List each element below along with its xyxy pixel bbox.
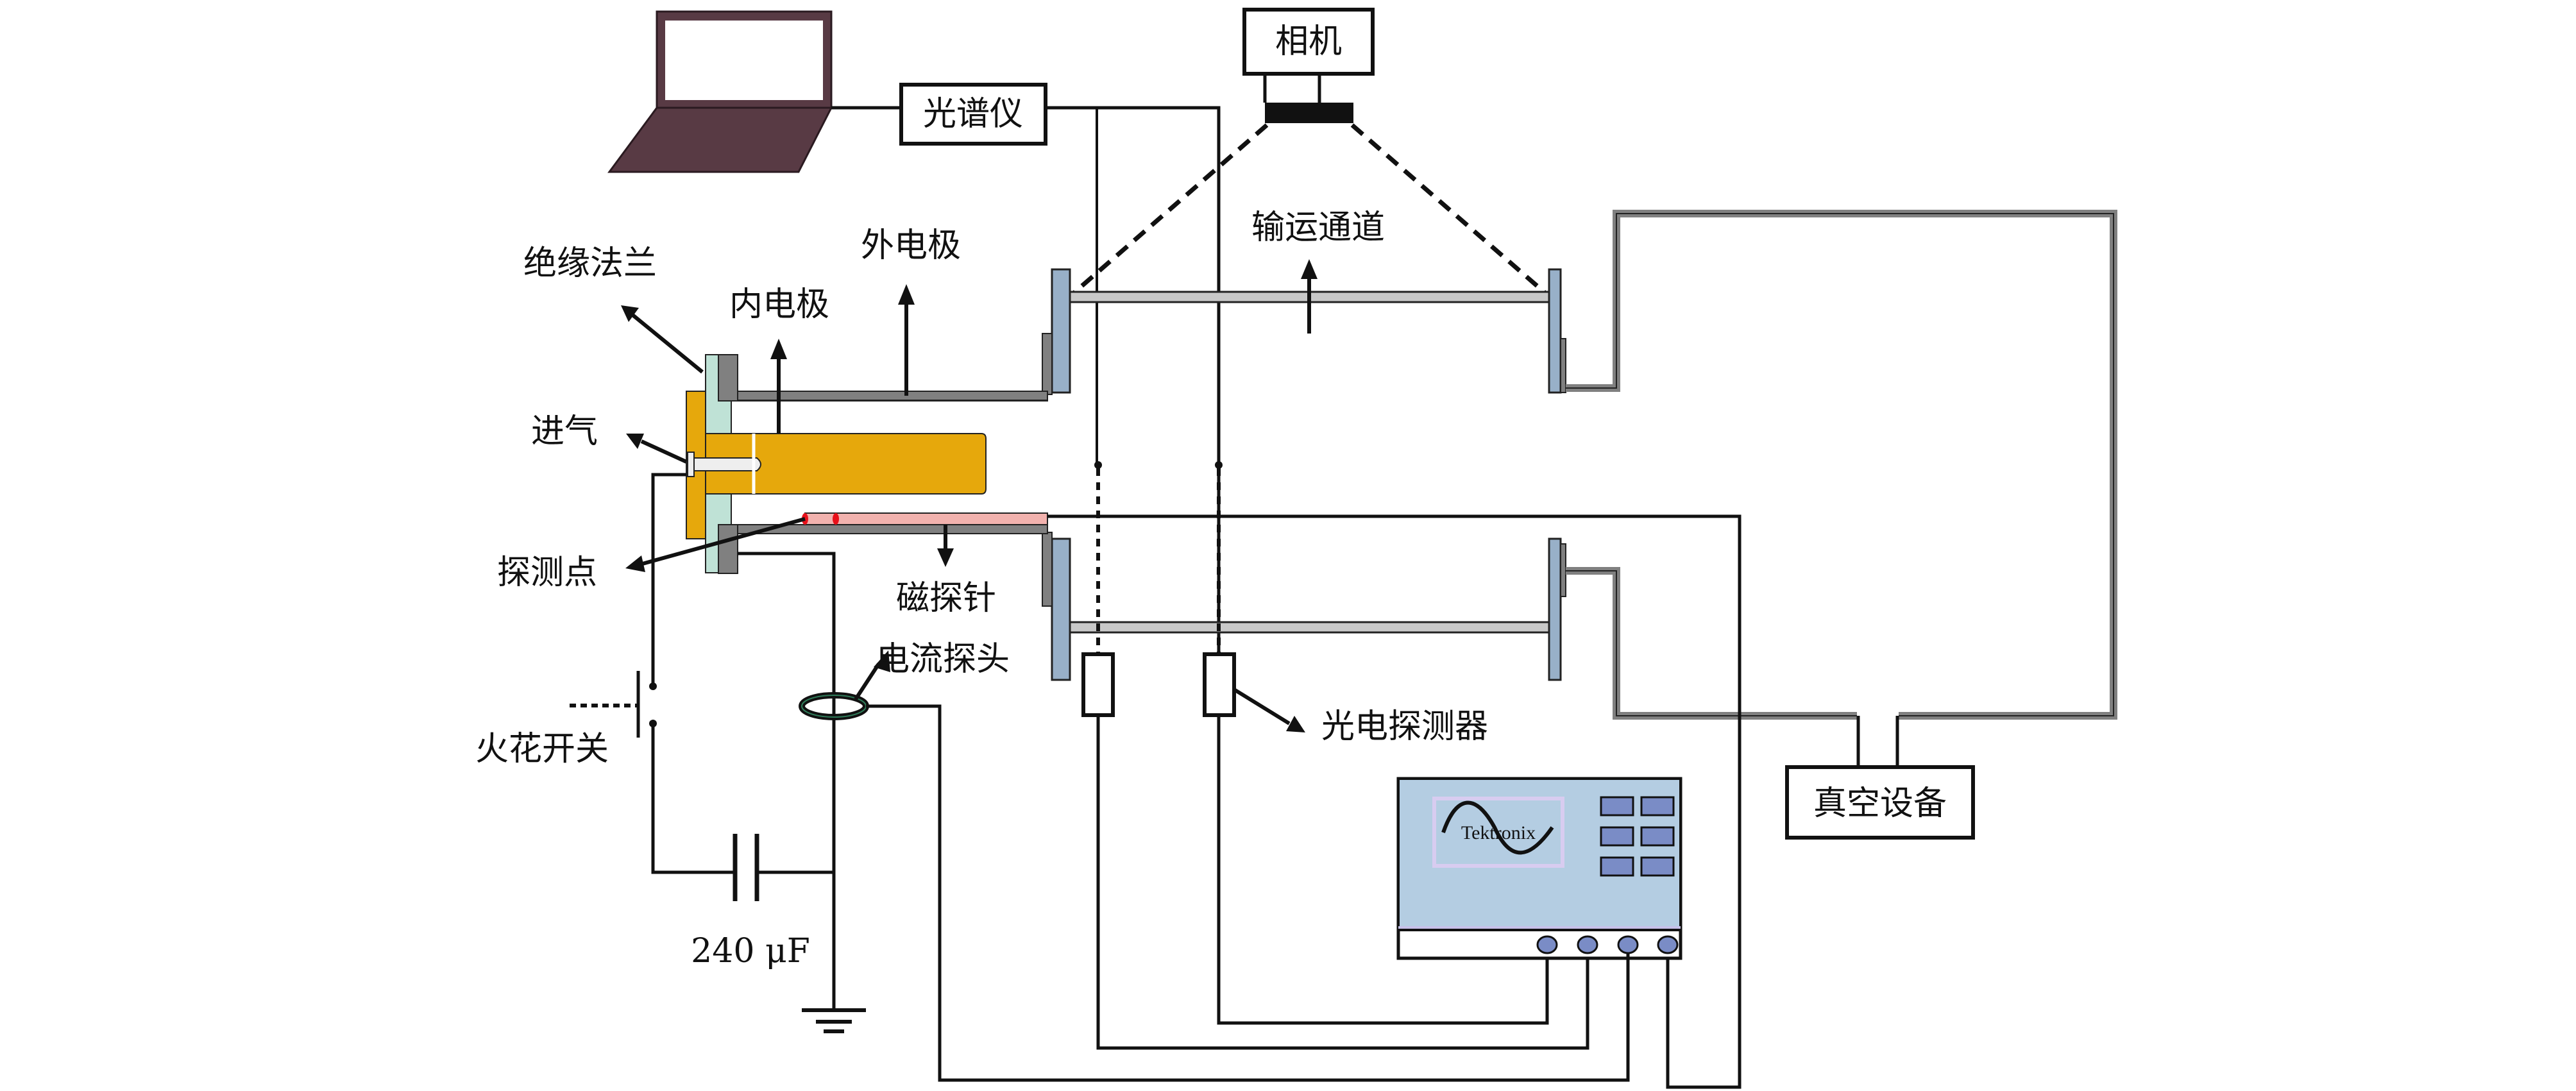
vacuum-chamber (1566, 210, 2117, 720)
scope-button-3[interactable] (1600, 826, 1634, 847)
outer-electrode-top (737, 391, 1048, 401)
photodetector-1 (1081, 652, 1115, 717)
current-probe-label: 电流探头 (876, 640, 1010, 679)
vacuum-equipment-label: 真空设备 (1813, 784, 1947, 823)
scope-button-4[interactable] (1640, 826, 1675, 847)
camera-label: 相机 (1275, 22, 1342, 61)
inner-electrode-label: 内电极 (729, 285, 829, 324)
ground-icon (802, 1008, 866, 1033)
insulating-flange-arrow (631, 312, 704, 374)
waveform-icon (1441, 800, 1554, 855)
scope-channel-3[interactable] (1617, 935, 1639, 954)
photodetector-label: 光电探测器 (1321, 707, 1488, 746)
scope-channel-1[interactable] (1536, 935, 1558, 954)
magnetic-probe-label: 磁探针 (896, 579, 996, 618)
photodetector-2-cable (1217, 715, 1549, 1025)
scope-channel-4[interactable] (1657, 935, 1679, 954)
photodetector-1-cable (1096, 715, 1589, 1050)
gas-inlet-label: 进气 (531, 412, 598, 451)
laptop-icon (607, 10, 833, 173)
outer-electrode-label: 外电极 (861, 226, 961, 265)
magnetic-probe-cable (1047, 514, 1741, 1089)
spectrometer-label: 光谱仪 (923, 95, 1023, 133)
camera-lens-icon (1265, 103, 1353, 123)
inner-electrode (705, 433, 987, 495)
probe-point-label: 探测点 (497, 554, 597, 592)
transport-channel-bottom (1042, 532, 1566, 681)
vacuum-equipment-box: 真空设备 (1785, 765, 1975, 840)
spectrometer-box: 光谱仪 (899, 83, 1047, 146)
camera-view-left (1068, 123, 1269, 298)
camera-view-right (1350, 123, 1551, 298)
photodetector-2 (1203, 652, 1236, 717)
scope-button-5[interactable] (1600, 856, 1634, 877)
plasma-gun (686, 354, 1048, 574)
ground-wire (738, 552, 836, 1010)
photodetector-arrow (1233, 688, 1291, 725)
scope-button-1[interactable] (1600, 796, 1634, 816)
probe-point-2 (833, 513, 839, 525)
oscilloscope-brand: Tektronix (1461, 822, 1536, 843)
camera-box: 相机 (1242, 8, 1375, 123)
oscilloscope-screen (1432, 797, 1564, 868)
current-probe-arrow (854, 663, 881, 700)
spark-switch-label: 火花开关 (475, 730, 609, 768)
scope-channel-2[interactable] (1577, 935, 1598, 954)
insulating-flange-label: 绝缘法兰 (523, 244, 657, 283)
gas-inlet-arrow (640, 439, 688, 464)
current-probe-cable (866, 704, 1630, 1082)
capacitor-label: 240 μF (691, 932, 810, 970)
scope-button-6[interactable] (1640, 856, 1675, 877)
probe-point-arrow (640, 517, 806, 566)
gun-to-switch-wire (651, 473, 686, 684)
switch-to-capacitor-wire (651, 725, 735, 874)
scope-button-2[interactable] (1640, 796, 1675, 816)
oscilloscope: Tektronix (1396, 777, 1682, 960)
transport-channel-label: 输运通道 (1251, 208, 1385, 247)
transport-channel-top (1042, 268, 1566, 395)
magnetic-probe-tube (804, 512, 1048, 525)
